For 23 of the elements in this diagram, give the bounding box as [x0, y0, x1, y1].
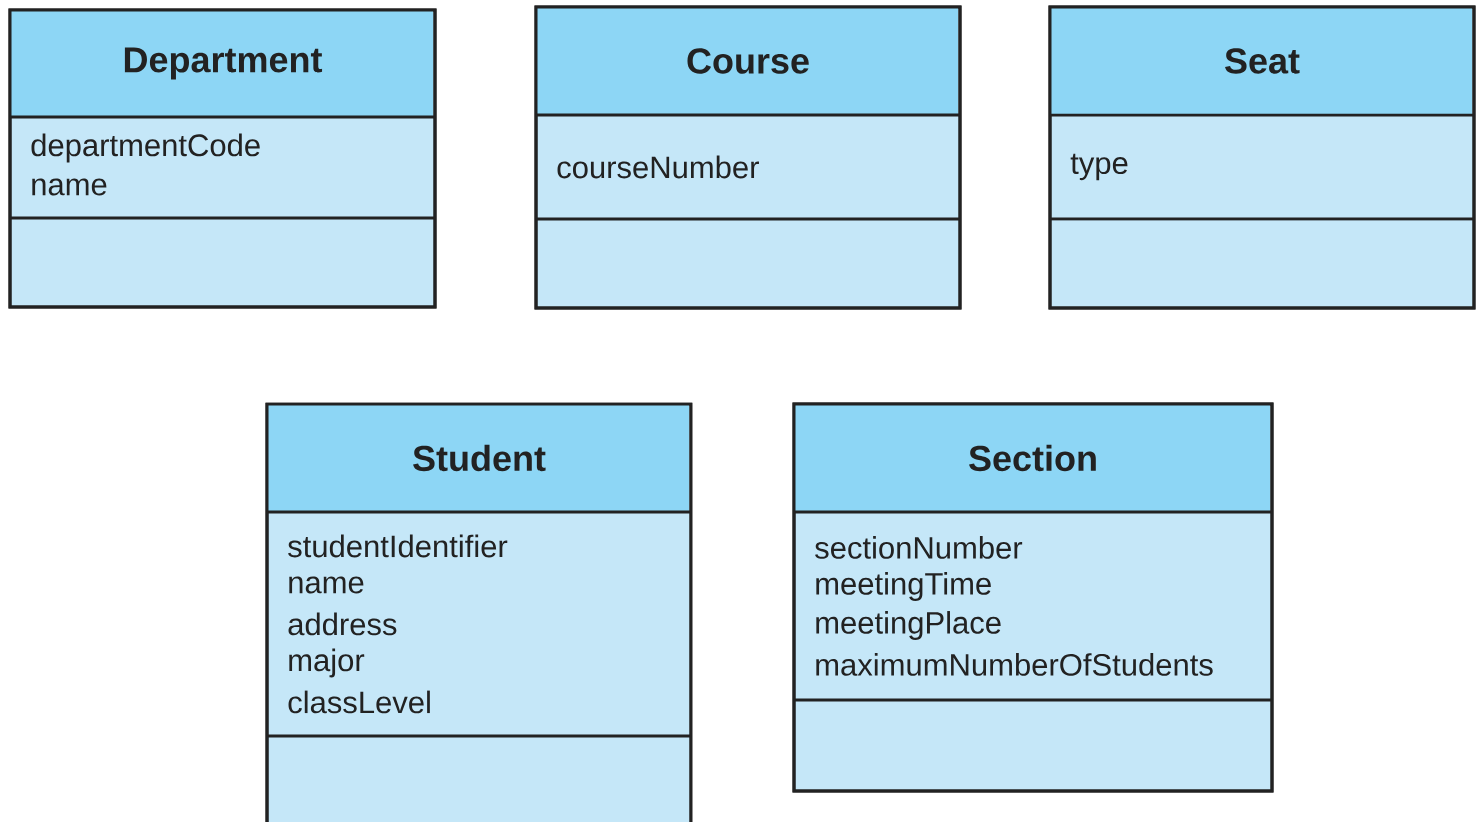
- attribute-name: major: [289, 648, 365, 678]
- attribute-name: maximumNumberOfStudents: [816, 653, 1213, 676]
- class-name: Seat: [1225, 48, 1300, 74]
- class-name: Student: [413, 444, 546, 472]
- class-box: [8, 8, 437, 309]
- attribute-name: address: [288, 612, 397, 636]
- attribute-name: name: [289, 576, 364, 594]
- attribute-name: meetingTime: [816, 572, 991, 601]
- attribute-name: meetingPlace: [816, 611, 1001, 640]
- class-box: [792, 402, 1274, 793]
- class-box: [534, 5, 962, 310]
- attribute-name: sectionNumber: [815, 536, 1023, 559]
- attribute-name: courseNumber: [557, 155, 759, 179]
- class-box: [265, 402, 693, 822]
- attribute-name: type: [1070, 153, 1128, 181]
- attribute-name: departmentCode: [31, 133, 260, 163]
- attribute-name: name: [32, 178, 107, 196]
- class-box: [1048, 5, 1476, 310]
- class-name: Department: [124, 47, 323, 80]
- attribute-name: classLevel: [288, 690, 430, 714]
- class-name: Course: [687, 48, 809, 74]
- class-name: Section: [969, 444, 1096, 472]
- attribute-name: studentIdentifier: [288, 534, 508, 558]
